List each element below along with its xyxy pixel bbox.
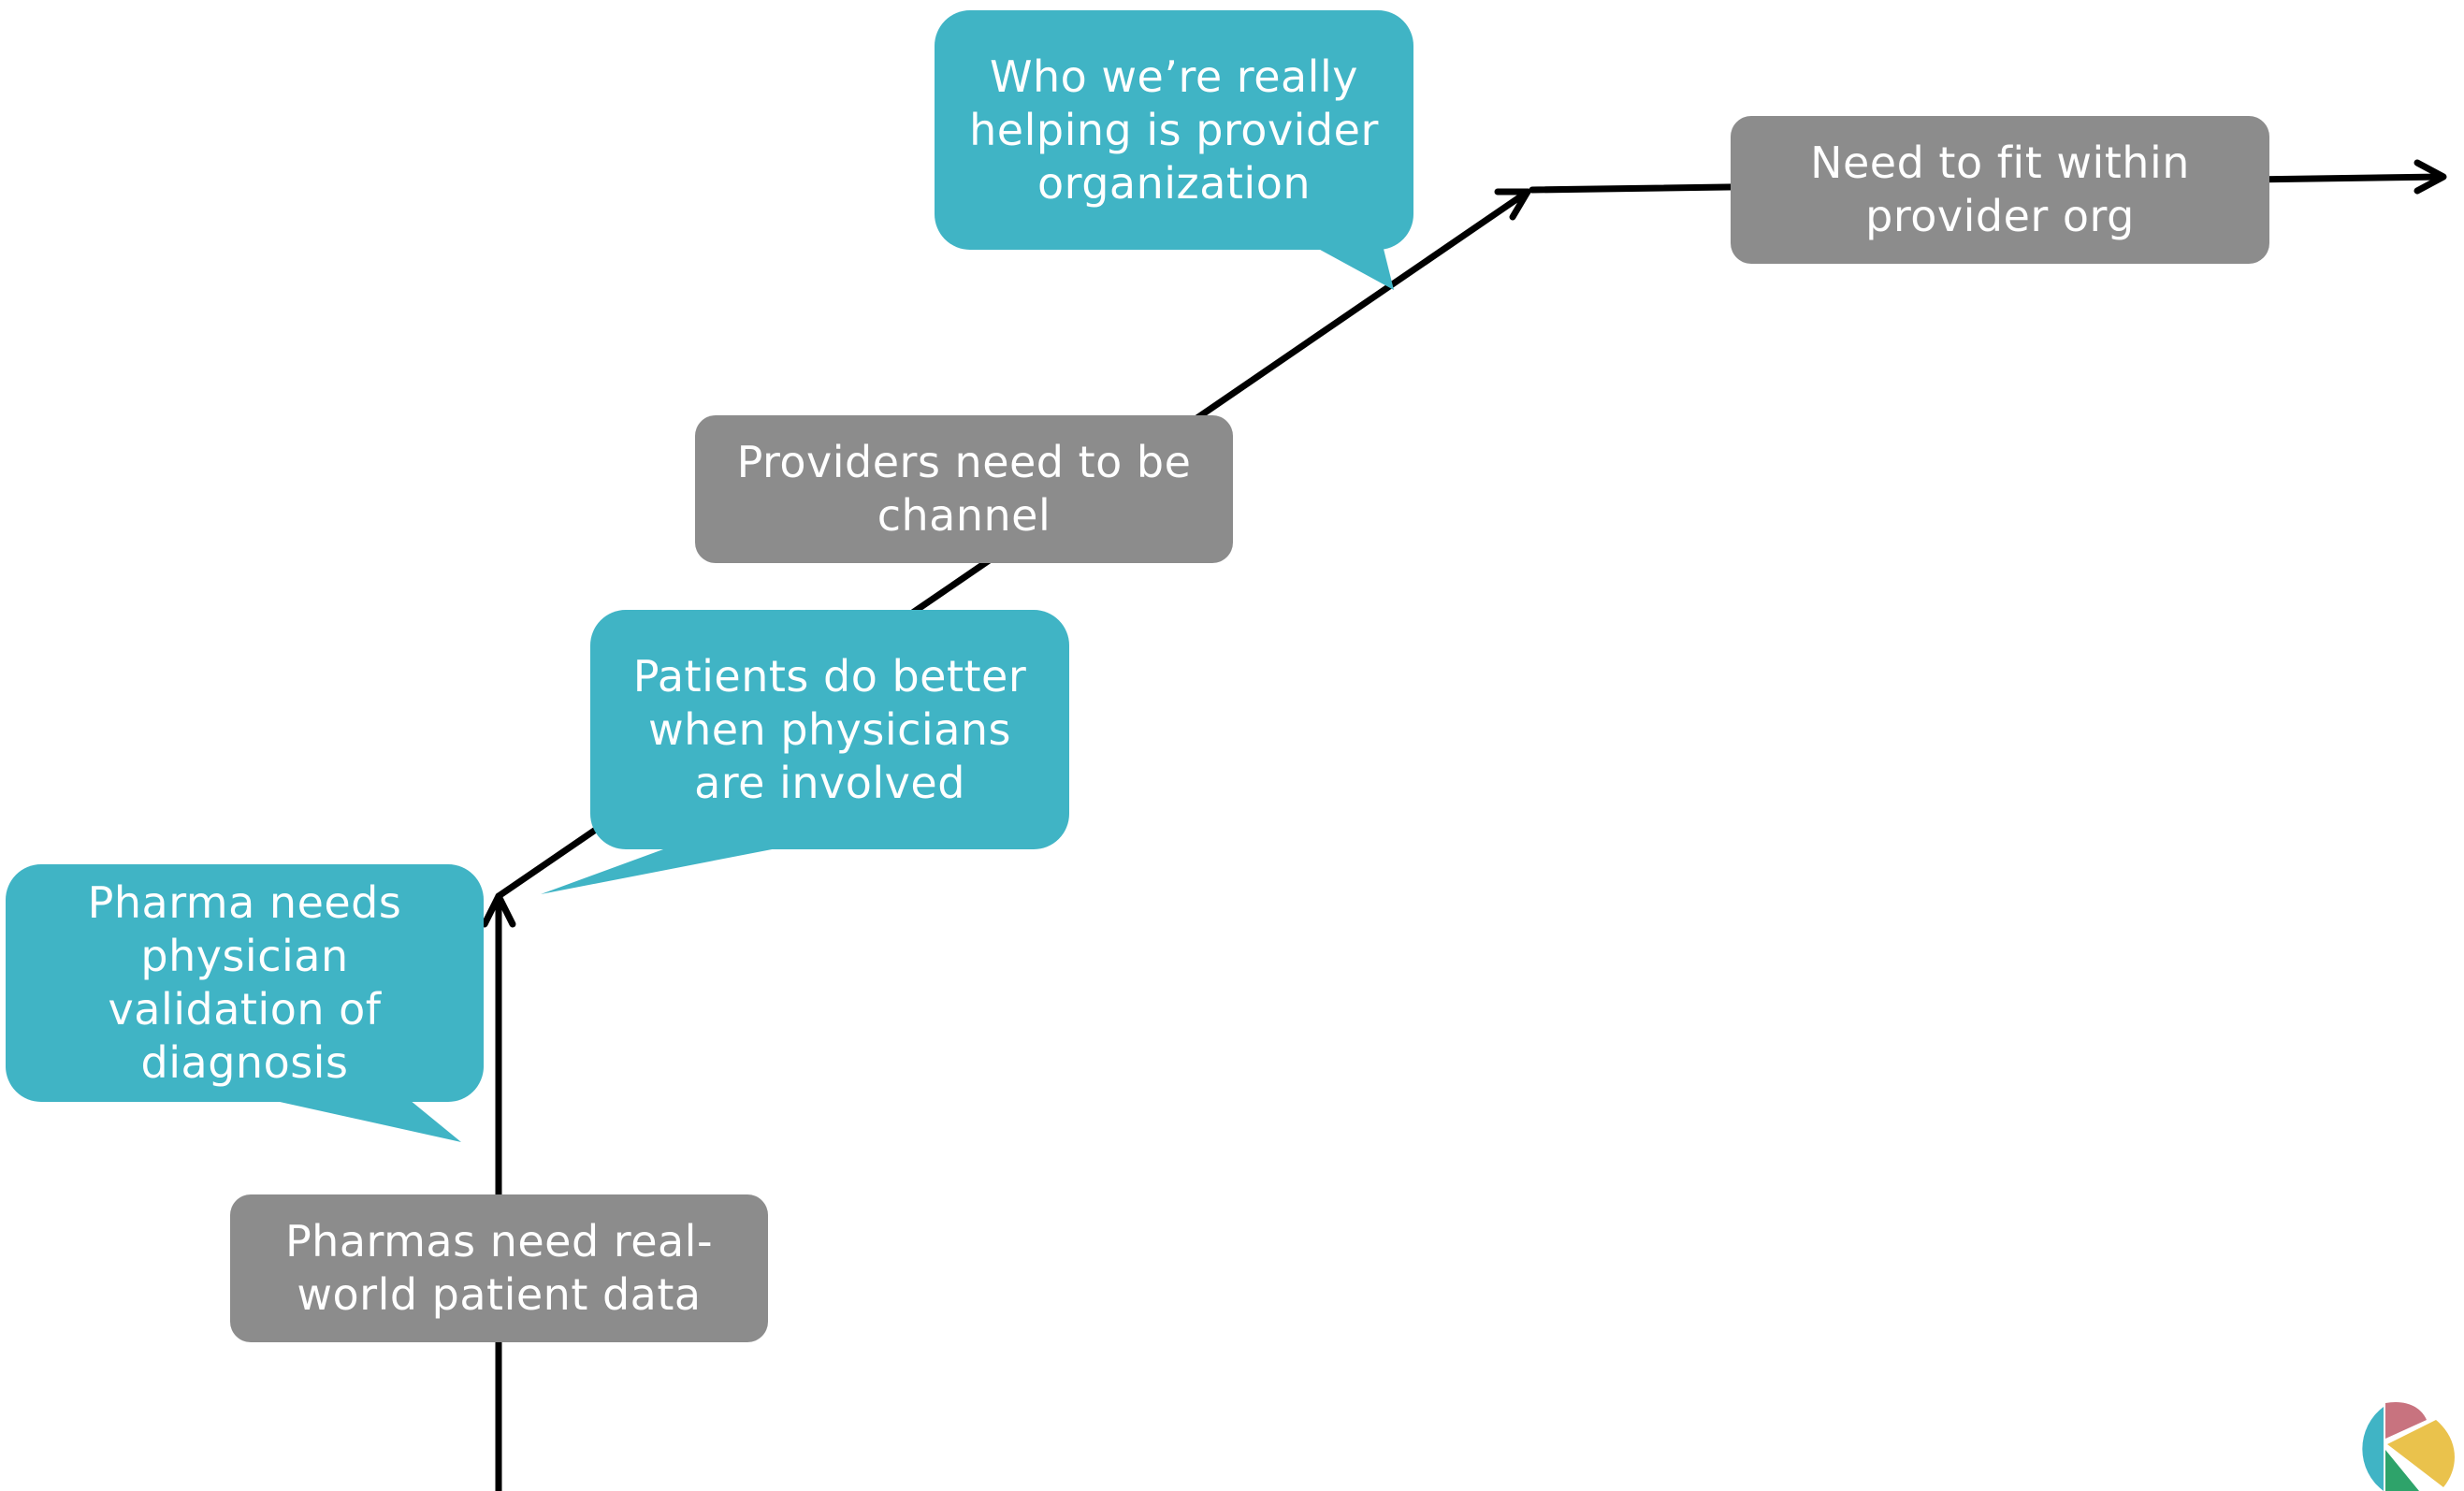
step-box-fit-within-provider: Need to fit within provider org bbox=[1731, 116, 2269, 264]
step-label-pharmas-need-data: Pharmas need real-world patient data bbox=[284, 1216, 714, 1320]
logo-teal-arc bbox=[2362, 1407, 2384, 1491]
arrowhead-diagonal bbox=[1494, 188, 1531, 221]
logo-green-petal bbox=[2385, 1450, 2419, 1491]
step-label-providers-channel: Providers need to be channel bbox=[736, 437, 1192, 541]
step-box-pharmas-need-data: Pharmas need real-world patient data bbox=[230, 1194, 768, 1342]
callout-label-patients-do-better: Patients do better when physicians are i… bbox=[632, 650, 1027, 808]
callout-tail-step-2 bbox=[271, 1100, 461, 1142]
callout-pharma-needs-validation: Pharma needs physician validation of dia… bbox=[6, 864, 484, 1102]
callout-tails bbox=[271, 245, 1394, 1142]
callout-patients-do-better: Patients do better when physicians are i… bbox=[590, 610, 1069, 849]
logo-rose-petal bbox=[2385, 1401, 2427, 1439]
step-label-fit-within-provider: Need to fit within provider org bbox=[1810, 138, 2190, 241]
callout-who-we-help: Who we’re really helping is provider org… bbox=[935, 10, 1413, 250]
callout-tail-step-3 bbox=[541, 846, 791, 894]
arrowhead-right bbox=[2413, 159, 2447, 195]
callout-label-who-we-help: Who we’re really helping is provider org… bbox=[969, 51, 1379, 209]
k-logo-icon bbox=[2362, 1401, 2455, 1491]
callout-tail-step-5 bbox=[1312, 245, 1394, 290]
step-box-providers-channel: Providers need to be channel bbox=[695, 415, 1233, 563]
callout-label-pharma-needs-validation: Pharma needs physician validation of dia… bbox=[87, 877, 402, 1088]
logo-yellow-petal bbox=[2387, 1420, 2455, 1487]
